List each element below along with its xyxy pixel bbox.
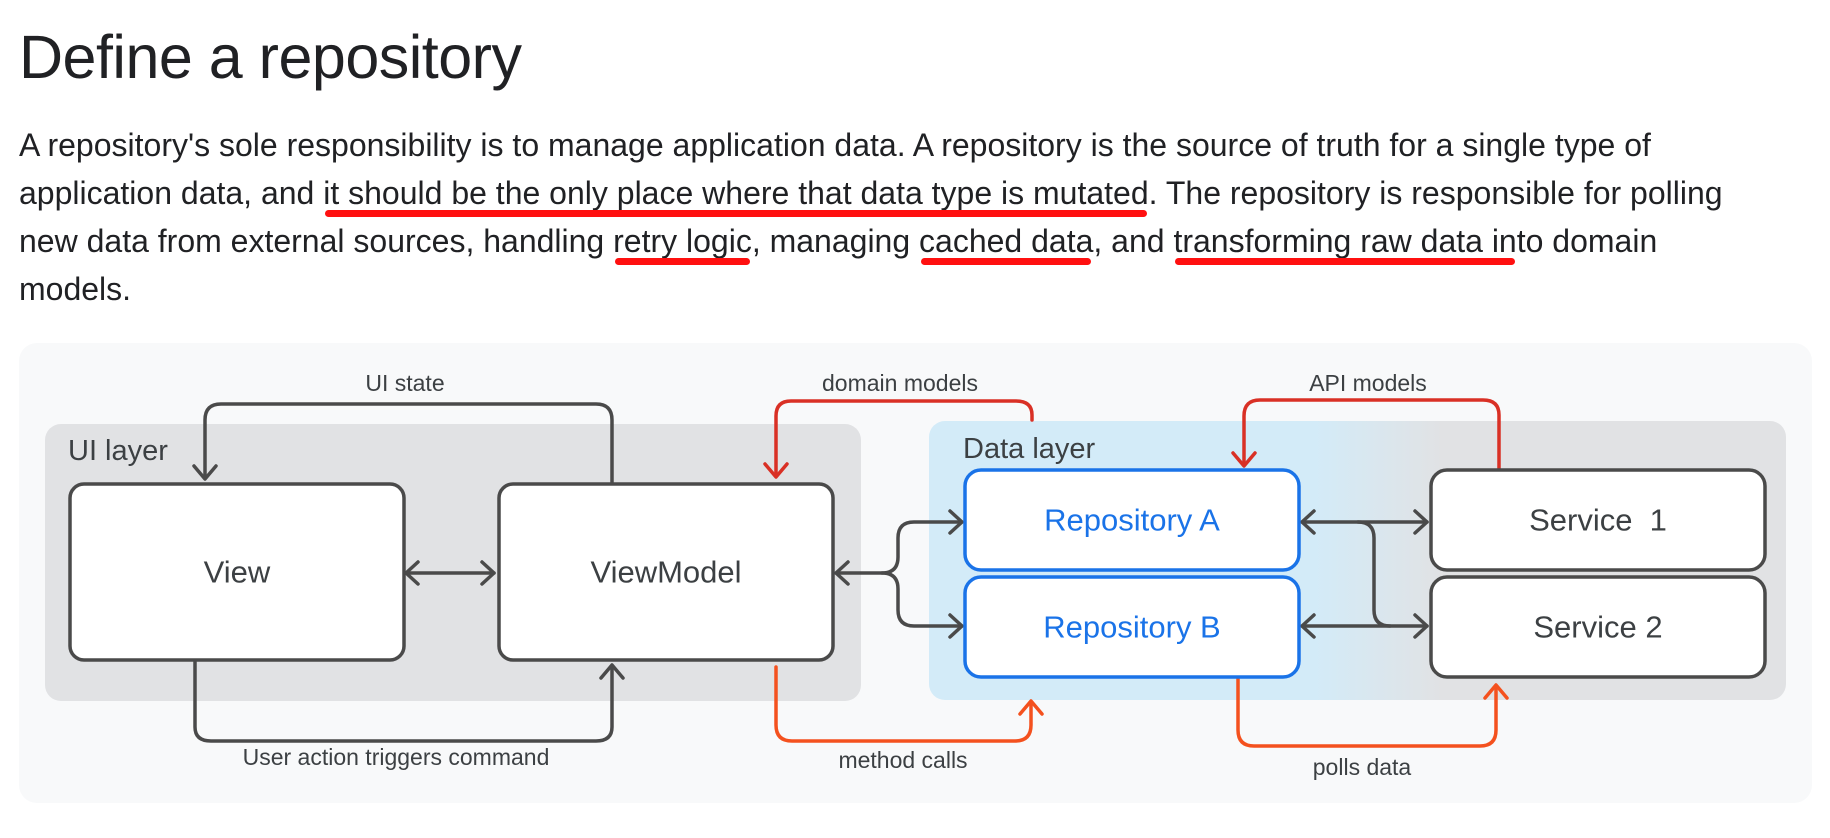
service-2-box (1429, 575, 1767, 679)
method-calls-arrow (774, 665, 1033, 743)
service-1-box (1429, 468, 1767, 572)
repository-b-box (963, 575, 1301, 679)
repository-a-label: Repository A (1044, 503, 1220, 538)
view-box (68, 482, 406, 662)
highlighted-phrase: it should be the only place where that d… (323, 175, 1149, 211)
repository-a-box (963, 468, 1301, 572)
paragraph-text: , and (1093, 223, 1174, 259)
paragraph-text: A repository's sole responsibility is to… (19, 127, 1651, 163)
api-models-arrow (1242, 398, 1501, 471)
user-action-label: User action triggers command (243, 744, 550, 770)
ui-state-arrow (203, 402, 614, 486)
domain-models-label: domain models (822, 370, 978, 396)
method-calls-label: method calls (838, 747, 967, 773)
page-title: Define a repository (19, 23, 522, 91)
view-label: View (204, 555, 271, 590)
paragraph-text: application data, and (19, 175, 324, 211)
api-models-label: API models (1309, 370, 1427, 396)
highlighted-phrase: retry logic (613, 223, 752, 259)
highlighted-phrase: cached data (919, 223, 1094, 259)
paragraph-text: . The repository is responsible for poll… (1148, 175, 1723, 211)
polls-data-label: polls data (1313, 754, 1412, 780)
ui-layer-label: UI layer (68, 435, 168, 467)
viewmodel-label: ViewModel (590, 555, 741, 590)
polls-data-arrow (1236, 677, 1498, 748)
repository-b-label: Repository B (1043, 610, 1220, 645)
domain-models-arrow (774, 399, 1034, 478)
paragraph-text: , managing (751, 223, 920, 259)
service-1-label: Service 1 (1529, 503, 1667, 538)
paragraph-text: models. (19, 271, 132, 307)
ui-state-label: UI state (365, 370, 444, 396)
viewmodel-box (497, 482, 835, 662)
intro-paragraph: A repository's sole responsibility is to… (19, 121, 1819, 313)
paragraph-text: to domain (1516, 223, 1658, 259)
highlighted-phrase: transforming raw data in (1173, 223, 1517, 259)
user-action-arrow (193, 660, 614, 743)
paragraph-text: new data from external sources, handling (19, 223, 614, 259)
data-layer-label: Data layer (963, 433, 1096, 465)
service-2-label: Service 2 (1533, 610, 1662, 645)
